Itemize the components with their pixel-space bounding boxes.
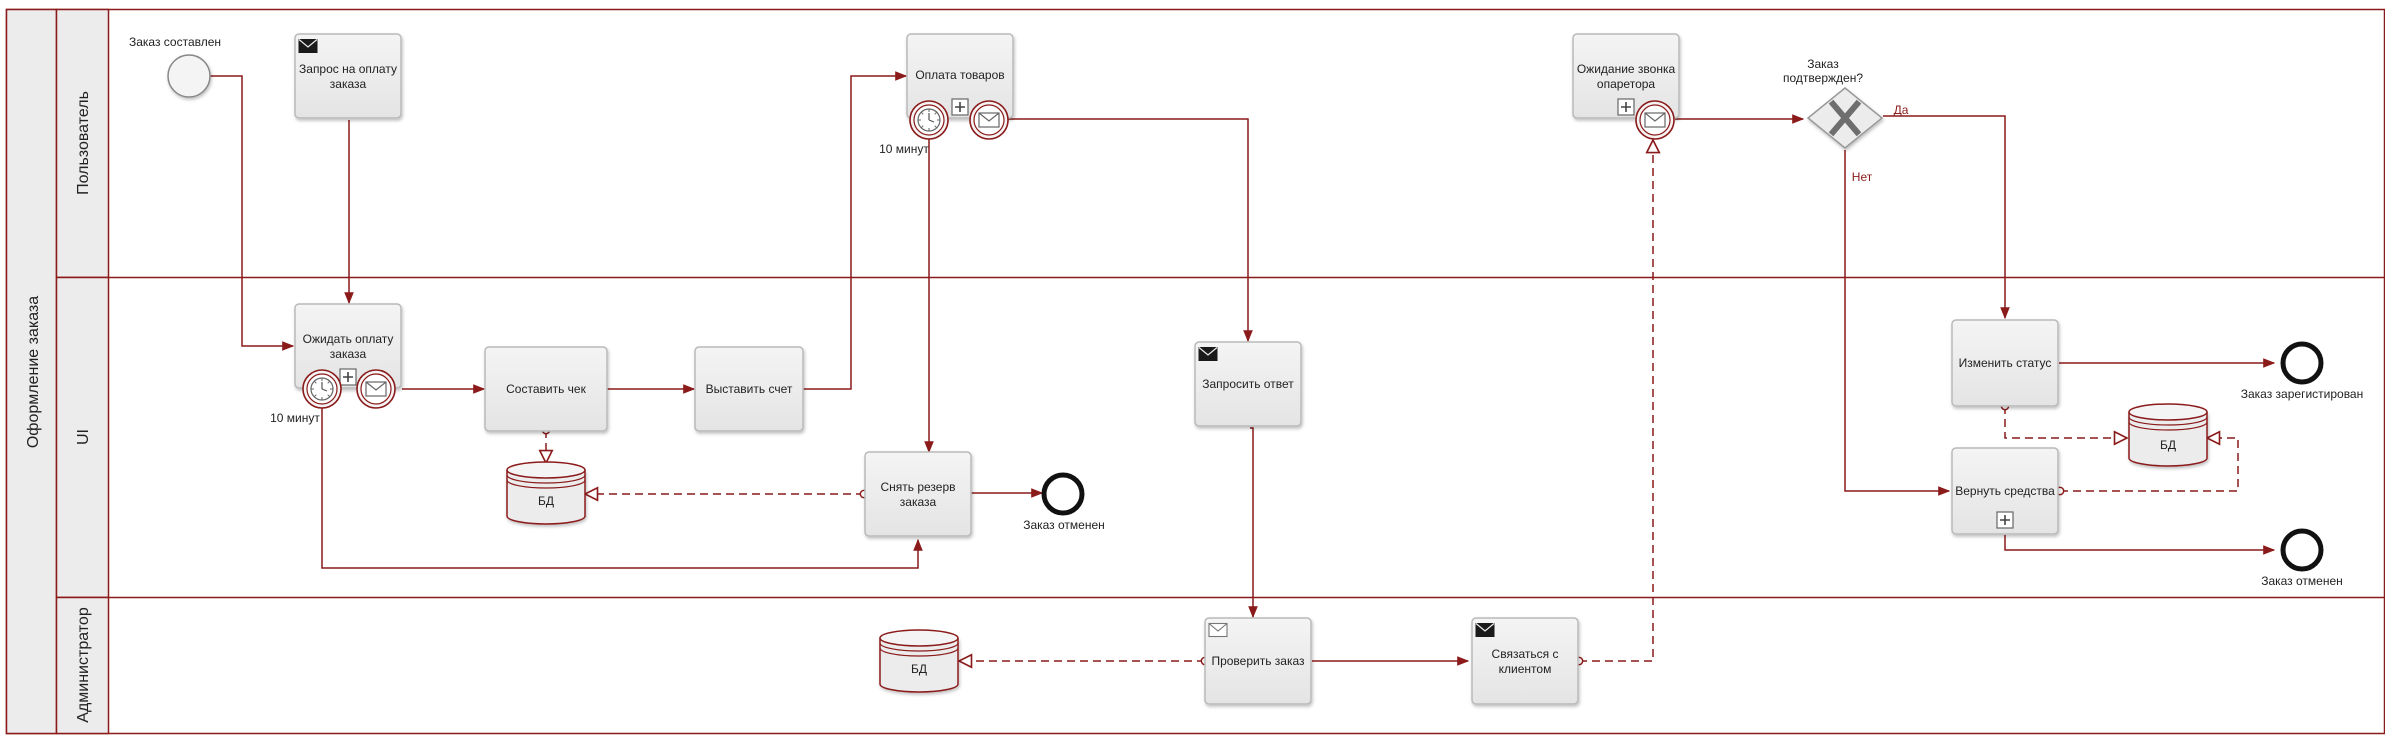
subprocess-plus-icon	[951, 98, 969, 116]
gateway-yes-label: Да	[1894, 103, 1909, 117]
task-label: Выставить счет	[706, 382, 793, 396]
task-label: Запрос на оплату	[299, 62, 397, 76]
task-pay-goods[interactable]: Оплата товаров	[906, 33, 1014, 119]
subprocess-plus-icon	[1617, 98, 1635, 116]
task-label: Вернуть средства	[1955, 484, 2055, 498]
task-label: Связаться с	[1492, 647, 1559, 661]
subprocess-plus-icon	[1996, 511, 2014, 529]
task-label: Снять резерв	[880, 480, 955, 494]
lane-ui: UI	[55, 276, 110, 599]
timer-label: 10 минут	[879, 142, 929, 156]
task-label: клиентом	[1499, 662, 1552, 676]
end-event-cancelled-2[interactable]: Заказ отменен	[2261, 528, 2343, 588]
task-label: Изменить статус	[1959, 356, 2052, 370]
lane-admin: Администратор	[55, 596, 110, 735]
task-label: Проверить заказ	[1211, 654, 1305, 668]
timer-boundary-icon[interactable]	[909, 100, 949, 140]
task-label: Ожидать оплату	[303, 332, 394, 346]
gateway-no-label: Нет	[1852, 170, 1873, 184]
end-event-label: Заказ отменен	[1023, 518, 1105, 532]
task-label: Ожидание звонка	[1577, 62, 1676, 76]
data-store-db1[interactable]: БД	[506, 461, 586, 525]
task-label: Запросить ответ	[1202, 377, 1294, 391]
message-boundary-icon[interactable]	[356, 369, 396, 409]
data-store-db3[interactable]: БД	[2128, 403, 2208, 467]
task-compose-check[interactable]: Составить чек	[484, 346, 608, 432]
end-event-label: Заказ отменен	[2261, 574, 2343, 588]
x-mark-icon	[1828, 99, 1862, 137]
task-issue-invoice[interactable]: Выставить счет	[694, 346, 804, 432]
task-request-answer[interactable]: Запросить ответ	[1194, 341, 1302, 427]
pool-title: Оформление заказа	[25, 296, 42, 448]
task-wait-payment[interactable]: Ожидать оплату заказа	[294, 303, 402, 389]
start-event[interactable]: Заказ составлен	[129, 35, 221, 98]
task-label: Оплата товаров	[915, 68, 1004, 82]
message-receive-icon	[1208, 622, 1228, 638]
data-store-label: БД	[538, 494, 554, 508]
lane-user: Пользователь	[55, 8, 110, 279]
task-label: заказа	[330, 77, 367, 91]
gateway-label: Заказ	[1807, 57, 1839, 71]
task-request-payment[interactable]: Запрос на оплату заказа	[294, 33, 402, 119]
task-wait-call[interactable]: Ожидание звонка опaретора	[1572, 33, 1680, 119]
task-label: Составить чек	[506, 382, 586, 396]
message-boundary-icon[interactable]	[969, 100, 1009, 140]
lane-title-ui: UI	[75, 429, 92, 445]
message-send-icon	[1198, 346, 1218, 362]
data-store-label: БД	[2160, 438, 2176, 452]
task-return-funds[interactable]: Вернуть средства	[1951, 447, 2059, 535]
message-send-icon	[298, 38, 318, 54]
task-check-order[interactable]: Проверить заказ	[1204, 617, 1312, 705]
timer-label: 10 минут	[270, 411, 320, 425]
data-store-label: БД	[911, 662, 927, 676]
data-associations	[546, 140, 2239, 661]
start-event-label: Заказ составлен	[129, 35, 221, 49]
subprocess-plus-icon	[339, 368, 357, 386]
task-label: опaретора	[1597, 77, 1656, 91]
exclusive-gateway[interactable]: Заказ подтвержден? Да Нет	[1783, 57, 1909, 184]
task-label: заказа	[330, 347, 367, 361]
data-store-db2[interactable]: БД	[879, 629, 959, 693]
lane-title-admin: Администратор	[75, 607, 92, 723]
task-label: заказа	[900, 495, 937, 509]
message-boundary-icon[interactable]	[1635, 100, 1675, 140]
sequence-flows	[210, 71, 2276, 666]
task-remove-reserve[interactable]: Снять резерв заказа	[864, 451, 972, 537]
gateway-label: подтвержден?	[1783, 71, 1863, 85]
task-change-status[interactable]: Изменить статус	[1951, 319, 2059, 407]
message-send-icon	[1475, 622, 1495, 638]
task-contact-client[interactable]: Связаться с клиентом	[1471, 617, 1579, 705]
end-event-registered[interactable]: Заказ зарегистирован	[2241, 341, 2364, 401]
lane-title-user: Пользователь	[75, 91, 92, 195]
timer-boundary-icon[interactable]	[302, 369, 342, 409]
end-event-label: Заказ зарегистирован	[2241, 387, 2364, 401]
end-event-cancelled-1[interactable]: Заказ отменен	[1023, 472, 1105, 532]
